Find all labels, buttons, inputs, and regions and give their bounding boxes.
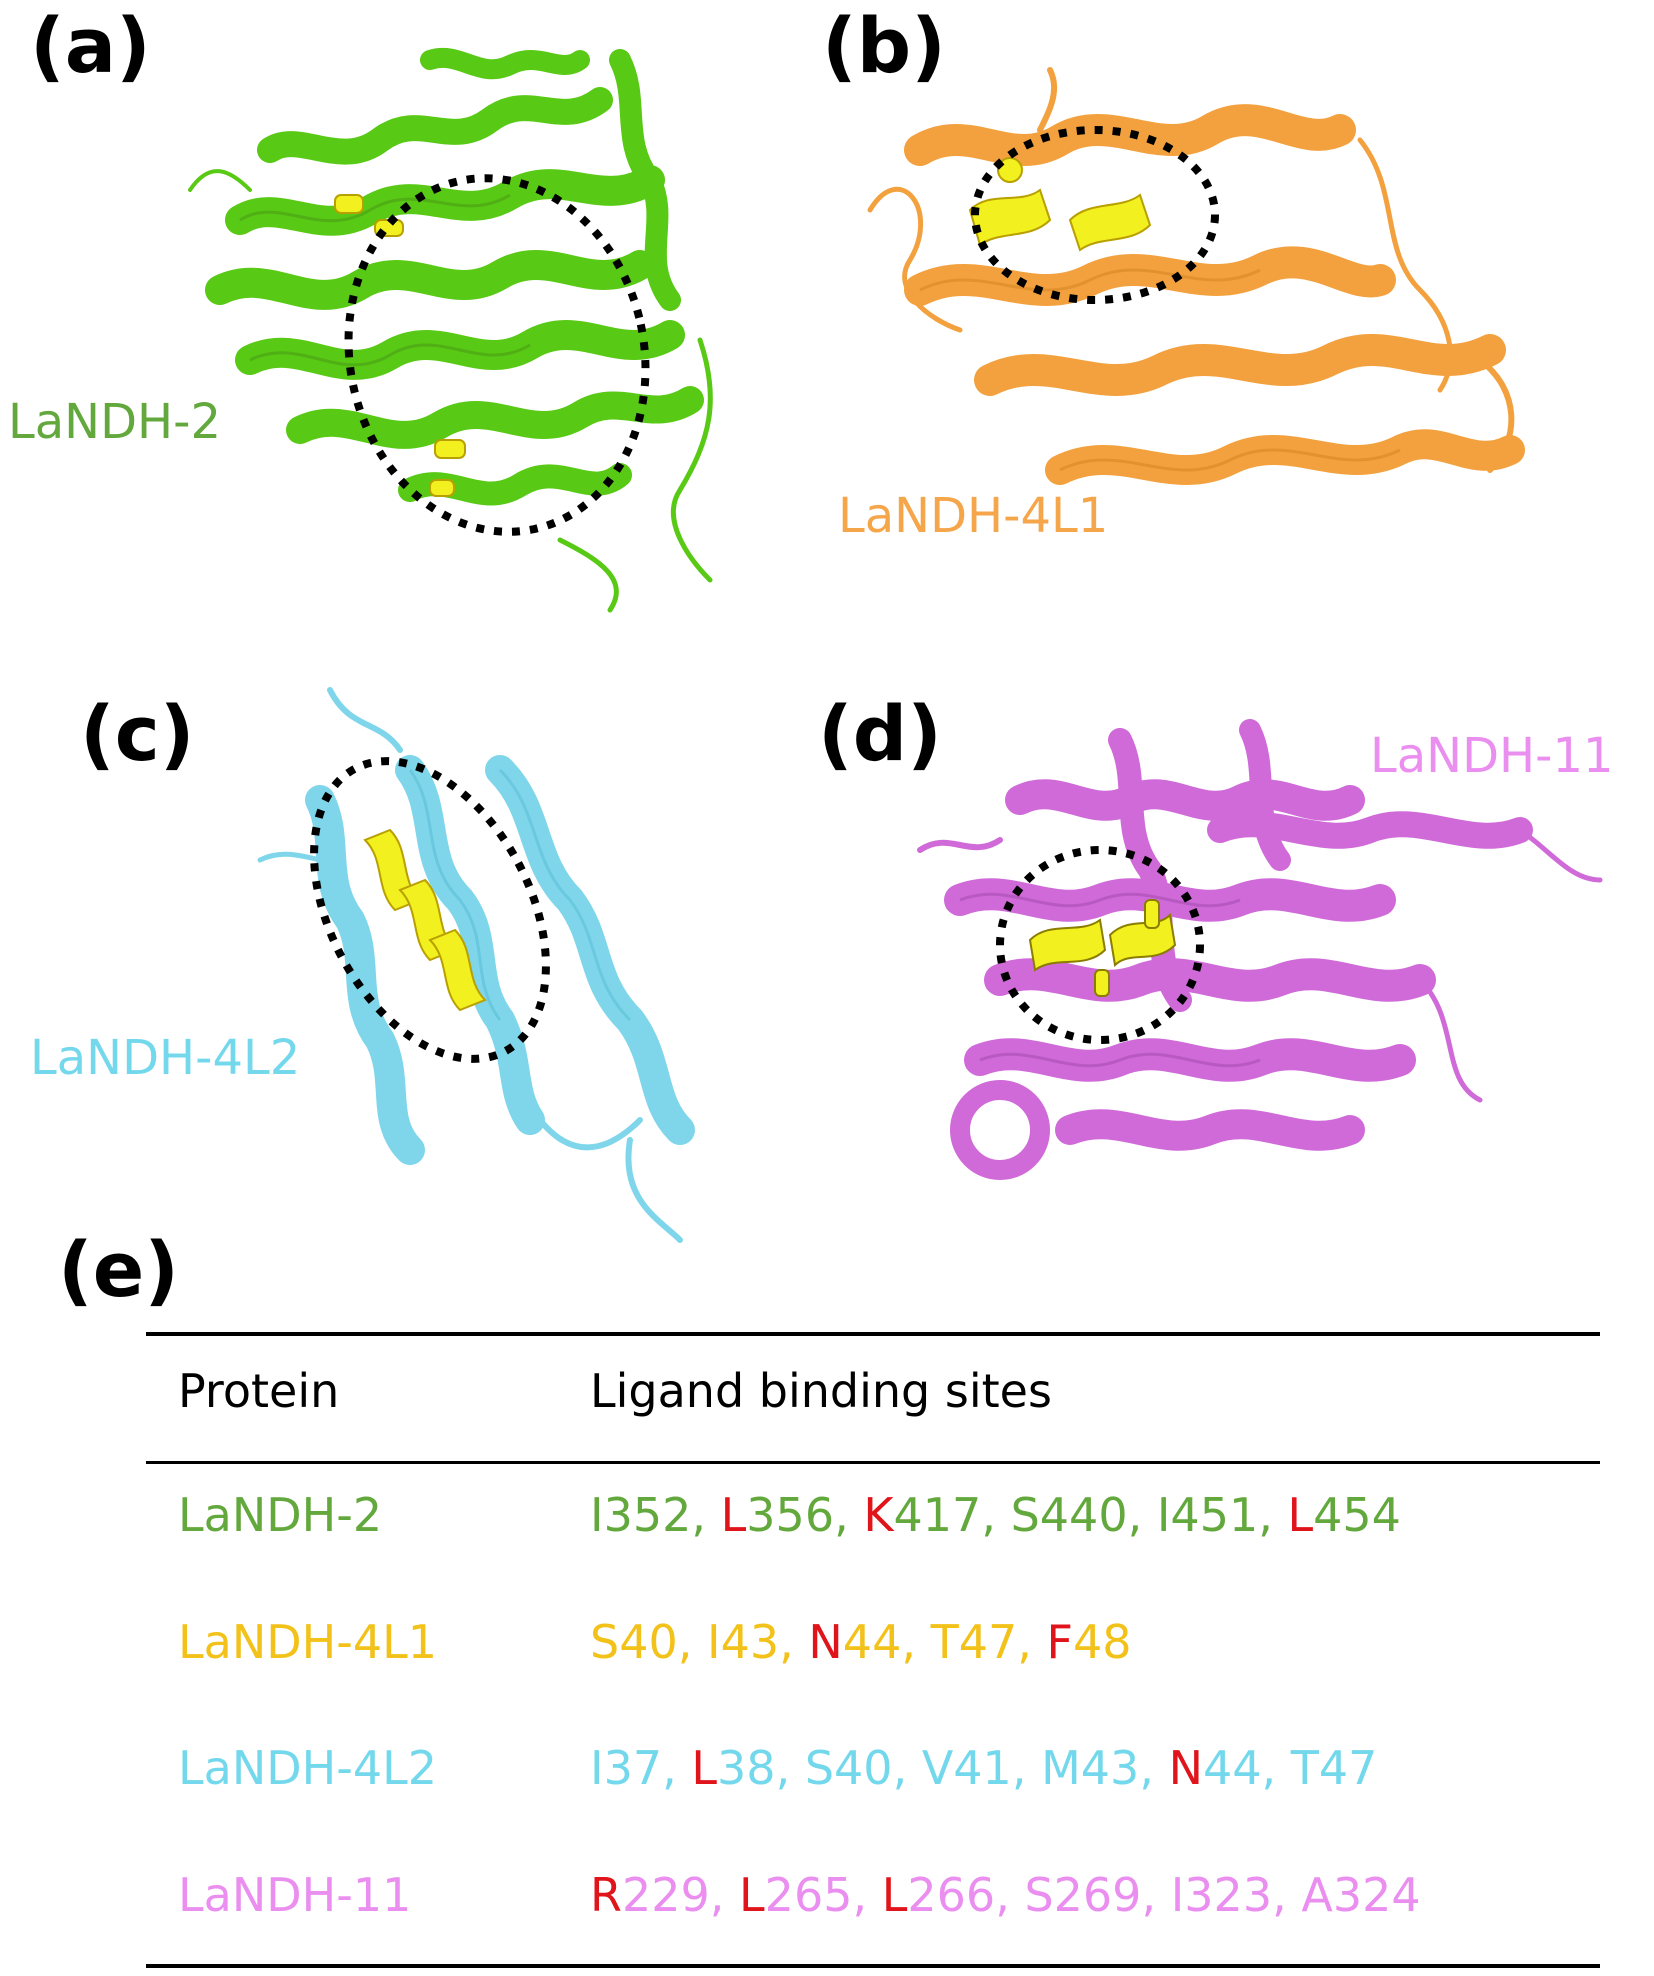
binding-site-residue: L38 — [691, 1741, 775, 1795]
residue-number: 43 — [720, 1615, 780, 1669]
binding-site-residue: L454 — [1287, 1488, 1400, 1542]
residue-letter: F — [1046, 1615, 1073, 1669]
table-row-protein: LaNDH-4L1 — [178, 1615, 437, 1669]
residue-letter: S — [1024, 1868, 1054, 1922]
table-row-sites: S40, I43, N44, T47, F48 — [590, 1615, 1132, 1669]
binding-site-residue: N44 — [1169, 1741, 1262, 1795]
protein-ribbon-green-icon — [188, 48, 713, 613]
residue-letter: N — [1168, 1741, 1203, 1795]
protein-ribbon-cyan-icon — [257, 687, 695, 1243]
residue-letter: L — [720, 1488, 747, 1542]
residue-number: 43 — [1080, 1741, 1140, 1795]
residue-number: 40 — [834, 1741, 893, 1795]
residue-number: 47 — [1318, 1741, 1378, 1795]
residue-letter: A — [1301, 1868, 1333, 1922]
residue-number: 44 — [842, 1615, 902, 1669]
binding-site-residue: V41 — [922, 1741, 1012, 1795]
binding-site-residue: L265 — [739, 1868, 852, 1922]
residue-letter: S — [1010, 1488, 1040, 1542]
panel-c-protein-label: LaNDH-4L2 — [30, 1030, 301, 1086]
residue-letter: I — [1156, 1488, 1171, 1542]
residue-letter: T — [1290, 1741, 1319, 1795]
table-header-rule — [146, 1461, 1600, 1464]
panel-b-protein-label: LaNDH-4L1 — [838, 488, 1109, 544]
residue-letter: L — [739, 1868, 765, 1922]
residue-letter: V — [921, 1741, 954, 1795]
binding-site-residue: I37 — [590, 1741, 662, 1795]
table-row-sites: R229, L265, L266, S269, I323, A324 — [590, 1868, 1421, 1922]
binding-site-residue: L356 — [721, 1488, 834, 1542]
residue-number: 41 — [953, 1741, 1012, 1795]
residue-number: 48 — [1072, 1615, 1132, 1669]
table-row-protein: LaNDH-11 — [178, 1868, 412, 1922]
binding-site-residue: S40 — [590, 1615, 678, 1669]
residue-letter: I — [707, 1615, 721, 1669]
residue-number: 451 — [1170, 1488, 1259, 1542]
residue-letter: S — [804, 1741, 835, 1795]
binding-site-residue: N44 — [808, 1615, 901, 1669]
residue-number: 454 — [1313, 1488, 1401, 1542]
binding-site-residue: L266 — [882, 1868, 995, 1922]
residue-number: 266 — [907, 1868, 996, 1922]
table-bottom-rule — [146, 1964, 1600, 1968]
residue-number: 37 — [603, 1741, 663, 1795]
residue-letter: L — [1287, 1488, 1314, 1542]
residue-number: 265 — [764, 1868, 853, 1922]
binding-site-residue: M43 — [1041, 1741, 1139, 1795]
table-row-protein: LaNDH-4L2 — [178, 1741, 437, 1795]
residue-letter: M — [1041, 1741, 1081, 1795]
table-header-sites: Ligand binding sites — [590, 1364, 1052, 1418]
residue-number: 229 — [621, 1868, 710, 1922]
binding-site-residue: S440 — [1011, 1488, 1128, 1542]
binding-site-residue: I451 — [1157, 1488, 1258, 1542]
table-row-protein: LaNDH-2 — [178, 1488, 383, 1542]
binding-site-residue: T47 — [1291, 1741, 1378, 1795]
residue-number: 44 — [1203, 1741, 1262, 1795]
binding-site-residue: I43 — [707, 1615, 779, 1669]
panel-a-protein-label: LaNDH-2 — [8, 394, 221, 450]
panel-d-letter: (d) — [818, 689, 942, 778]
residue-letter: T — [930, 1615, 959, 1669]
residue-letter: I — [1170, 1868, 1185, 1922]
protein-ribbon-orange-icon — [867, 67, 1525, 485]
protein-ribbon-magenta-icon — [917, 719, 1603, 1180]
residue-number: 269 — [1053, 1868, 1142, 1922]
panel-b-letter: (b) — [822, 1, 946, 90]
residue-number: 352 — [603, 1488, 692, 1542]
binding-site-residue: S40 — [805, 1741, 893, 1795]
residue-number: 417 — [893, 1488, 982, 1542]
binding-site-residue: R229 — [590, 1868, 710, 1922]
residue-letter: N — [808, 1615, 843, 1669]
binding-site-residue: T47 — [931, 1615, 1018, 1669]
residue-letter: K — [863, 1488, 894, 1542]
panel-c-letter: (c) — [80, 689, 195, 778]
residue-number: 47 — [958, 1615, 1018, 1669]
binding-site-residue: A324 — [1301, 1868, 1420, 1922]
residue-number: 323 — [1184, 1868, 1273, 1922]
binding-site-residue: K417 — [863, 1488, 981, 1542]
residue-number: 40 — [619, 1615, 678, 1669]
binding-site-residue: S269 — [1024, 1868, 1141, 1922]
panel-a-letter: (a) — [30, 1, 151, 90]
table-top-rule — [146, 1332, 1600, 1336]
residue-number: 356 — [746, 1488, 835, 1542]
residue-letter: R — [590, 1868, 622, 1922]
table-row-sites: I37, L38, S40, V41, M43, N44, T47 — [590, 1741, 1378, 1795]
residue-letter: I — [590, 1488, 604, 1542]
residue-number: 440 — [1039, 1488, 1128, 1542]
panel-e-letter: (e) — [58, 1225, 180, 1314]
panel-d-protein-label: LaNDH-11 — [1370, 728, 1614, 784]
residue-letter: L — [881, 1868, 908, 1922]
residue-letter: I — [590, 1741, 604, 1795]
binding-site-residue: I352 — [590, 1488, 691, 1542]
table-row-sites: I352, L356, K417, S440, I451, L454 — [590, 1488, 1401, 1542]
residue-number: 324 — [1332, 1868, 1421, 1922]
residue-number: 38 — [717, 1741, 776, 1795]
table-header-protein: Protein — [178, 1364, 340, 1418]
residue-letter: L — [691, 1741, 718, 1795]
residue-letter: S — [590, 1615, 620, 1669]
binding-site-residue: F48 — [1047, 1615, 1132, 1669]
binding-site-residue: I323 — [1171, 1868, 1272, 1922]
